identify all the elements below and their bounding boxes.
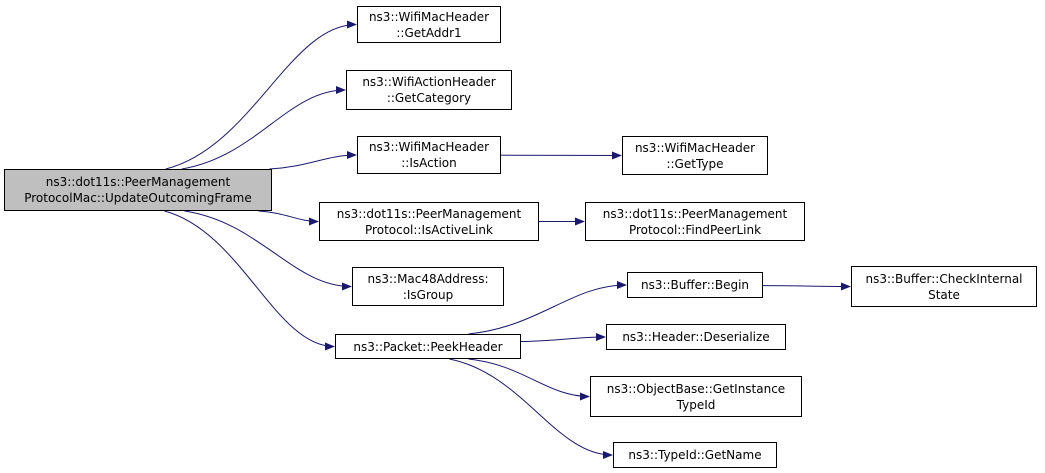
edge-peekheader-to-bufferbegin xyxy=(468,281,627,335)
node-is-active-link[interactable]: ns3::dot11s::PeerManagement Protocol::Is… xyxy=(319,202,539,241)
edge-root-to-getaddr1 xyxy=(165,20,357,170)
node-label-line: ns3::Packet::PeekHeader xyxy=(353,339,503,354)
node-get-category[interactable]: ns3::WifiActionHeader ::GetCategory xyxy=(346,70,512,110)
node-find-peer-link[interactable]: ns3::dot11s::PeerManagement Protocol::Fi… xyxy=(585,202,805,241)
node-label-line: ::GetAddr1 xyxy=(396,25,462,40)
edge-peekheader-to-getinstance xyxy=(468,358,590,401)
node-label-line: ::GetType xyxy=(666,156,724,171)
edge-peekheader-to-getname xyxy=(449,358,613,459)
node-peek-header[interactable]: ns3::Packet::PeekHeader xyxy=(335,334,521,359)
node-label-line: ns3::Mac48Address: xyxy=(367,271,489,286)
node-label-line: ::GetCategory xyxy=(386,91,472,105)
node-label-line: State xyxy=(928,287,960,302)
node-deserialize[interactable]: ns3::Header::Deserialize xyxy=(606,324,786,350)
edge-root-to-isaction xyxy=(269,151,357,170)
node-is-action[interactable]: ns3::WifiMacHeader ::IsAction xyxy=(357,136,501,174)
edges-group xyxy=(164,20,851,459)
edge-peekheader-to-deserialize xyxy=(520,333,606,343)
node-label-line: ns3::ObjectBase::GetInstance xyxy=(606,381,786,396)
edge-bufferbegin-to-checkinternal xyxy=(762,282,851,291)
node-get-type[interactable]: ns3::WifiMacHeader ::GetType xyxy=(622,136,768,175)
edge-root-to-getcategory xyxy=(181,86,346,170)
node-get-instance-type-id[interactable]: ns3::ObjectBase::GetInstance TypeId xyxy=(590,376,802,417)
node-label-line: ns3::WifiMacHeader xyxy=(634,140,756,155)
node-get-name[interactable]: ns3::TypeId::GetName xyxy=(613,442,777,468)
node-buffer-begin[interactable]: ns3::Buffer::Begin xyxy=(627,272,763,298)
edge-root-to-isactivelink xyxy=(258,210,319,226)
node-label-line: ns3::TypeId::GetName xyxy=(628,448,762,462)
node-label-line: ns3::Header::Deserialize xyxy=(622,330,770,344)
node-label-line: Protocol::FindPeerLink xyxy=(628,222,762,237)
node-label-line: ns3::WifiActionHeader xyxy=(362,75,496,89)
node-is-group[interactable]: ns3::Mac48Address: :IsGroup xyxy=(352,267,504,306)
node-label-line: ns3::dot11s::PeerManagement xyxy=(45,175,231,189)
node-update-outcoming-frame[interactable]: ns3::dot11s::PeerManagement ProtocolMac:… xyxy=(4,169,272,211)
node-label-line: ::IsAction xyxy=(401,156,457,170)
node-label-line: :IsGroup xyxy=(402,287,454,302)
edge-root-to-isgroup xyxy=(184,210,352,291)
node-label-line: TypeId xyxy=(676,397,716,412)
node-label-line: ns3::dot11s::PeerManagement xyxy=(336,206,522,221)
node-label-line: ns3::WifiMacHeader xyxy=(368,140,490,154)
edge-root-to-peekheader xyxy=(164,210,335,351)
node-get-addr1[interactable]: ns3::WifiMacHeader ::GetAddr1 xyxy=(357,6,501,43)
node-label-line: ns3::dot11s::PeerManagement xyxy=(602,206,788,221)
node-label-line: ns3::WifiMacHeader xyxy=(368,9,490,24)
node-label-line: ProtocolMac::UpdateOutcomingFrame xyxy=(24,191,252,205)
node-label-line: Protocol::IsActiveLink xyxy=(365,222,493,237)
node-label-line: ns3::Buffer::Begin xyxy=(640,278,750,292)
node-check-internal-state[interactable]: ns3::Buffer::CheckInternal State xyxy=(851,266,1037,307)
node-label-line: ns3::Buffer::CheckInternal xyxy=(865,271,1023,286)
